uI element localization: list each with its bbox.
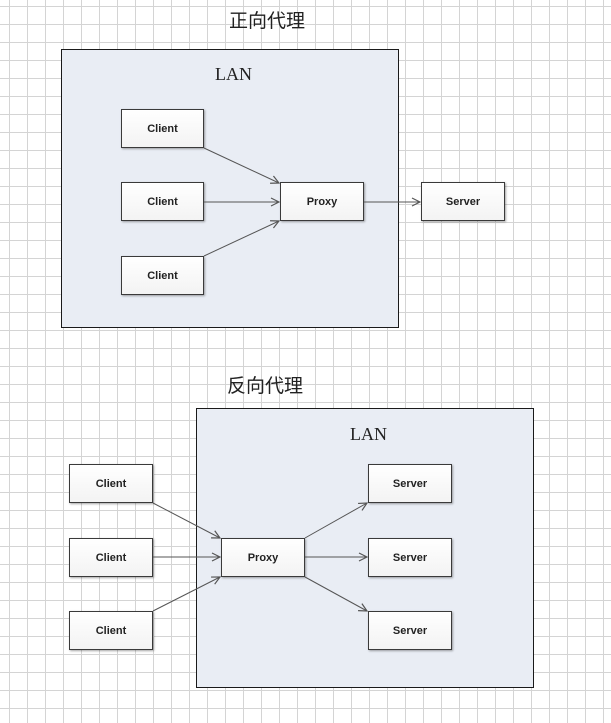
forward-client-1: Client	[121, 109, 204, 148]
reverse-server-3: Server	[368, 611, 452, 650]
reverse-client-3: Client	[69, 611, 153, 650]
forward-lan-label: LAN	[215, 64, 252, 84]
forward-arrow-client-1	[203, 147, 279, 183]
reverse-lan-label: LAN	[350, 424, 387, 444]
reverse-arrow-server-1	[304, 503, 367, 539]
reverse-server-2: Server	[368, 538, 452, 577]
reverse-arrow-client-1	[152, 502, 220, 538]
forward-server-node: Server	[421, 182, 505, 221]
forward-arrow-client-3	[203, 221, 279, 257]
forward-client-3: Client	[121, 256, 204, 295]
reverse-proxy-node: Proxy	[221, 538, 305, 577]
reverse-arrow-server-3	[304, 576, 367, 611]
reverse-arrow-client-3	[152, 577, 220, 612]
forward-proxy-node: Proxy	[280, 182, 364, 221]
reverse-proxy-title: 反向代理	[227, 375, 304, 397]
reverse-server-1: Server	[368, 464, 452, 503]
reverse-client-1: Client	[69, 464, 153, 503]
forward-proxy-title: 正向代理	[229, 10, 306, 32]
reverse-client-2: Client	[69, 538, 153, 577]
forward-client-2: Client	[121, 182, 204, 221]
